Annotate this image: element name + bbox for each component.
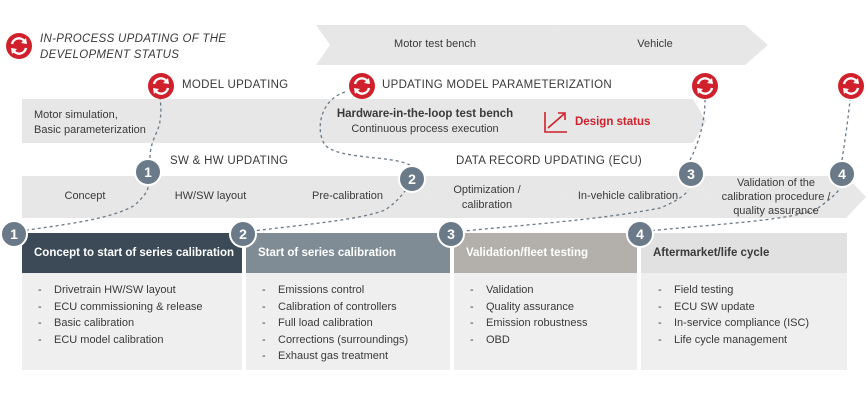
process-arrow-6	[690, 176, 866, 218]
list-item: Basic calibration	[36, 315, 203, 332]
connector-3	[244, 184, 411, 233]
column-4-number: 4	[626, 220, 654, 248]
step-validation: Validation of the calibration procedure …	[706, 176, 846, 218]
list-item: Emission robustness	[468, 315, 588, 332]
update-icon	[6, 33, 32, 59]
motor-sim-line2: Basic parameterization	[34, 124, 146, 136]
connector-6	[689, 99, 706, 161]
column-list-1: Drivetrain HW/SW layout ECU commissionin…	[36, 282, 203, 348]
column-header-2: Start of series calibration	[246, 233, 450, 273]
connector-1	[13, 179, 150, 233]
column-header-1: Concept to start of series calibration	[22, 233, 242, 273]
model-row-arrow	[22, 99, 706, 143]
process-arrow-1	[22, 176, 160, 218]
updating-param-heading: UPDATING MODEL PARAMETERIZATION	[382, 79, 612, 91]
design-status-label: Design status	[575, 116, 651, 128]
step-optimization-line2: calibration	[461, 199, 513, 211]
list-item: Field testing	[656, 282, 809, 299]
list-item: ECU SW update	[656, 299, 809, 316]
vehicle-label: Vehicle	[637, 38, 673, 50]
step-concept: Concept	[64, 190, 106, 202]
process-arrow-2	[140, 176, 285, 218]
step-hw-sw-layout: HW/SW layout	[174, 190, 247, 202]
step-validation-line3: quality assurance	[733, 205, 819, 217]
column-header-4: Aftermarket/life cycle	[641, 233, 847, 273]
step-validation-line2: calibration procedure /	[721, 191, 831, 203]
motor-test-bench-arrow	[316, 25, 572, 65]
column-2-number: 2	[229, 220, 257, 248]
update-icon	[148, 73, 174, 99]
list-item: Full load calibration	[260, 315, 408, 332]
sw-hw-updating-heading: SW & HW UPDATING	[170, 155, 289, 167]
step-pre-calibration: Pre-calibration	[312, 190, 383, 202]
data-record-updating-heading: DATA RECORD UPDATING (ECU)	[456, 155, 643, 167]
list-item: Emissions control	[260, 282, 408, 299]
vehicle-arrow	[548, 25, 768, 65]
hil-text: Hardware-in-the-loop test bench Continuo…	[325, 107, 525, 137]
list-item: In-service compliance (ISC)	[656, 315, 809, 332]
trend-icon	[544, 112, 567, 133]
connector-2	[149, 95, 162, 159]
milestone-2-circle: 2	[398, 165, 426, 193]
update-icon	[692, 73, 718, 99]
step-optimization: Optimization / calibration	[428, 183, 546, 213]
list-item: Corrections (surroundings)	[260, 332, 408, 349]
list-item: Calibration of controllers	[260, 299, 408, 316]
column-3-number: 3	[437, 220, 465, 248]
step-in-vehicle-calibration: In-vehicle calibration	[577, 190, 679, 202]
motor-sim-line1: Motor simulation,	[34, 109, 118, 121]
model-updating-heading: MODEL UPDATING	[182, 79, 289, 91]
connector-5	[454, 189, 689, 233]
process-arrow-4	[410, 176, 566, 218]
update-icon	[838, 73, 864, 99]
milestone-1-circle: 1	[134, 158, 162, 186]
hil-subtitle: Continuous process execution	[351, 123, 499, 135]
milestone-3-circle: 3	[677, 160, 705, 188]
list-item: Life cycle management	[656, 332, 809, 349]
column-list-4: Field testing ECU SW update In-service c…	[656, 282, 809, 348]
list-item: ECU model calibration	[36, 332, 203, 349]
column-list-3: Validation Quality assurance Emission ro…	[468, 282, 588, 348]
motor-test-bench-label: Motor test bench	[394, 38, 476, 50]
milestone-4-circle: 4	[828, 160, 856, 188]
list-item: Validation	[468, 282, 588, 299]
list-item: ECU commissioning & release	[36, 299, 203, 316]
column-1-number: 1	[0, 220, 28, 248]
list-item: Quality assurance	[468, 299, 588, 316]
step-optimization-line1: Optimization /	[453, 184, 521, 196]
update-icon	[349, 73, 375, 99]
list-item: Exhaust gas treatment	[260, 348, 408, 365]
step-validation-line1: Validation of the	[736, 177, 816, 189]
connector-7	[639, 187, 841, 233]
process-arrow-5	[546, 176, 710, 218]
column-header-3: Validation/fleet testing	[454, 233, 637, 273]
connector-8	[841, 99, 851, 161]
list-item: Drivetrain HW/SW layout	[36, 282, 203, 299]
hil-title: Hardware-in-the-loop test bench	[336, 108, 514, 120]
motor-simulation-text: Motor simulation, Basic parameterization	[34, 108, 146, 138]
column-list-2: Emissions control Calibration of control…	[260, 282, 408, 365]
status-title: IN-PROCESS UPDATING OF THE DEVELOPMENT S…	[40, 33, 227, 61]
list-item: OBD	[468, 332, 588, 349]
